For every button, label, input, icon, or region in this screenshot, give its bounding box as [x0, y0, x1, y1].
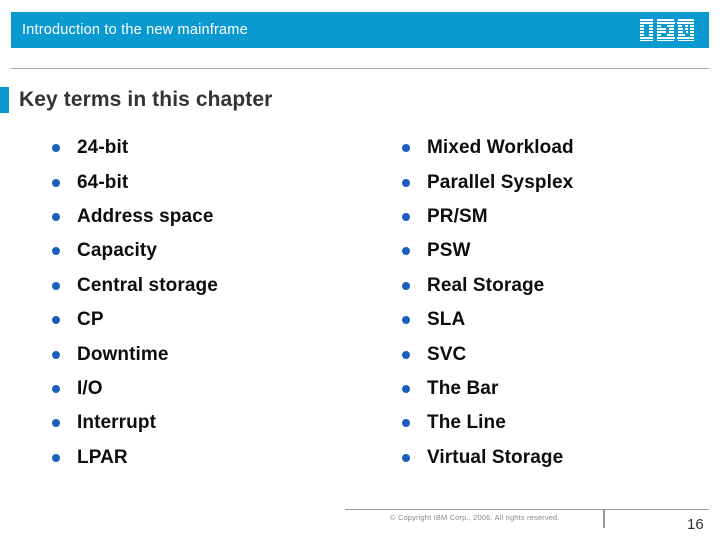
bullet-icon: [52, 144, 60, 153]
list-item: Central storage: [52, 269, 382, 303]
bullet-icon: [402, 144, 410, 153]
term-label: PSW: [427, 240, 471, 262]
bullet-icon: [402, 212, 410, 221]
term-label: Address space: [77, 205, 214, 227]
list-item: Address space: [52, 200, 382, 234]
list-item: Interrupt: [52, 406, 382, 440]
term-label: Downtime: [77, 343, 169, 365]
list-item: PSW: [402, 234, 702, 268]
bullet-icon: [52, 212, 60, 221]
list-item: SVC: [402, 337, 702, 371]
list-item: Capacity: [52, 234, 382, 268]
term-label: Central storage: [77, 274, 218, 296]
term-label: Virtual Storage: [427, 446, 564, 468]
key-terms-column-left: 24-bit 64-bit Address space Capacity Cen…: [52, 131, 382, 475]
term-label: LPAR: [77, 446, 128, 468]
slide-title: Introduction to the new mainframe: [22, 22, 248, 38]
bullet-icon: [402, 316, 410, 325]
term-label: Mixed Workload: [427, 137, 574, 159]
list-item: 24-bit: [52, 131, 382, 165]
list-item: CP: [52, 303, 382, 337]
list-item: The Bar: [402, 372, 702, 406]
term-label: 64-bit: [77, 171, 129, 193]
list-item: Mixed Workload: [402, 131, 702, 165]
copyright-text: © Copyright IBM Corp., 2006. All rights …: [390, 513, 560, 522]
bullet-icon: [402, 247, 410, 256]
bullet-icon: [402, 419, 410, 428]
bullet-icon: [52, 350, 60, 359]
term-label: The Bar: [427, 377, 499, 399]
bullet-icon: [402, 453, 410, 462]
ibm-logo-icon: [640, 19, 696, 41]
bullet-icon: [52, 384, 60, 393]
list-item: Real Storage: [402, 269, 702, 303]
list-item: I/O: [52, 372, 382, 406]
header-divider-rule: [11, 68, 709, 69]
footer-divider-rule: [345, 509, 709, 510]
list-item: 64-bit: [52, 165, 382, 199]
term-label: Parallel Sysplex: [427, 171, 574, 193]
list-item: Parallel Sysplex: [402, 165, 702, 199]
list-item: The Line: [402, 406, 702, 440]
slide-header-band: Introduction to the new mainframe: [11, 12, 709, 48]
page-title: Key terms in this chapter: [19, 88, 273, 111]
term-label: SLA: [427, 309, 466, 331]
bullet-icon: [402, 350, 410, 359]
section-heading: Key terms in this chapter: [0, 84, 272, 116]
term-list-left: 24-bit 64-bit Address space Capacity Cen…: [52, 131, 382, 475]
term-label: Real Storage: [427, 274, 545, 296]
list-item: PR/SM: [402, 200, 702, 234]
term-label: The Line: [427, 412, 506, 434]
term-label: 24-bit: [77, 137, 129, 159]
list-item: SLA: [402, 303, 702, 337]
list-item: Downtime: [52, 337, 382, 371]
bullet-icon: [402, 384, 410, 393]
term-label: PR/SM: [427, 205, 488, 227]
list-item: LPAR: [52, 441, 382, 475]
bullet-icon: [52, 178, 60, 187]
bullet-icon: [52, 247, 60, 256]
bullet-icon: [52, 453, 60, 462]
bullet-icon: [52, 419, 60, 428]
term-label: Capacity: [77, 240, 158, 262]
bullet-icon: [52, 316, 60, 325]
footer-separator-tick: [603, 510, 605, 528]
bullet-icon: [52, 281, 60, 290]
term-label: CP: [77, 309, 104, 331]
list-item: Virtual Storage: [402, 441, 702, 475]
heading-accent-bar: [0, 87, 9, 113]
term-label: SVC: [427, 343, 467, 365]
term-label: Interrupt: [77, 412, 157, 434]
bullet-icon: [402, 178, 410, 187]
term-label: I/O: [77, 377, 103, 399]
key-terms-column-right: Mixed Workload Parallel Sysplex PR/SM PS…: [402, 131, 702, 475]
term-list-right: Mixed Workload Parallel Sysplex PR/SM PS…: [402, 131, 702, 475]
page-number: 16: [687, 516, 704, 533]
bullet-icon: [402, 281, 410, 290]
